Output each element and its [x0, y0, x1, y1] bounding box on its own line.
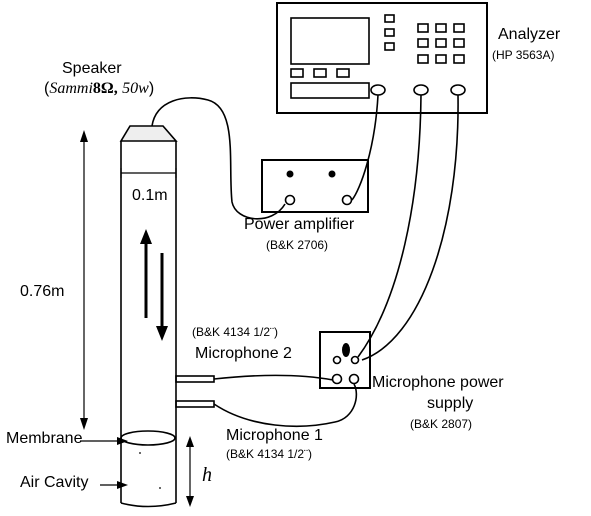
analyzer-model: (HP 3563A)	[492, 48, 555, 62]
analyzer-ch2-jack	[450, 84, 466, 96]
microphone-1-model: (B&K 4134 1/2¨)	[226, 447, 313, 461]
mic-power-supply-unit	[319, 331, 371, 389]
analyzer-screen	[290, 17, 370, 65]
analyzer-unit	[276, 2, 488, 114]
power-amplifier-unit	[261, 159, 369, 213]
cable-mic2-to-psu	[213, 374, 334, 381]
mic-power-supply-model: (B&K 2807)	[410, 417, 473, 431]
air-cavity-label: Air Cavity	[20, 474, 89, 491]
microphone-1-port	[175, 400, 215, 408]
microphone-1-title: Microphone 1	[226, 427, 323, 444]
speaker-spec: (Sammi8Ω, 50w)	[44, 80, 155, 97]
cable-analyzer-to-psu	[361, 94, 459, 361]
membrane-ellipse	[120, 430, 176, 446]
cable-analyzer-to-mic2	[357, 94, 422, 358]
speaker-spec-impedance: 8Ω,	[92, 80, 118, 97]
analyzer-ch1-jack	[413, 84, 429, 96]
microphone-2-port	[175, 375, 215, 383]
speaker-spec-model: Sammi	[49, 80, 93, 97]
microphone-2-model: (B&K 4134 1/2¨)	[192, 325, 279, 339]
impedance-tube	[119, 125, 178, 508]
speaker-spec-power: 50w	[122, 80, 149, 97]
speaker-title: Speaker	[62, 60, 122, 77]
membrane-label: Membrane	[6, 430, 83, 447]
cable-speaker-to-amplifier	[151, 97, 286, 220]
microphone-2-title: Microphone 2	[195, 345, 292, 362]
analyzer-source-jack	[370, 84, 386, 96]
speaker-body	[119, 125, 178, 142]
cable-mic1-to-psu	[213, 383, 358, 428]
cavity-depth-symbol: h	[202, 464, 212, 486]
analyzer-title: Analyzer	[498, 26, 561, 43]
power-amplifier-model: (B&K 2706)	[266, 238, 329, 252]
power-amplifier-title: Power amplifier	[244, 216, 355, 233]
mic-power-supply-title-1: Microphone power	[372, 374, 504, 391]
cable-analyzer-to-amplifier	[351, 94, 379, 201]
mic-power-supply-title-2: supply	[427, 395, 474, 412]
tube-length-label: 0.76m	[20, 283, 65, 300]
tube-diameter-label: 0.1m	[132, 187, 168, 204]
